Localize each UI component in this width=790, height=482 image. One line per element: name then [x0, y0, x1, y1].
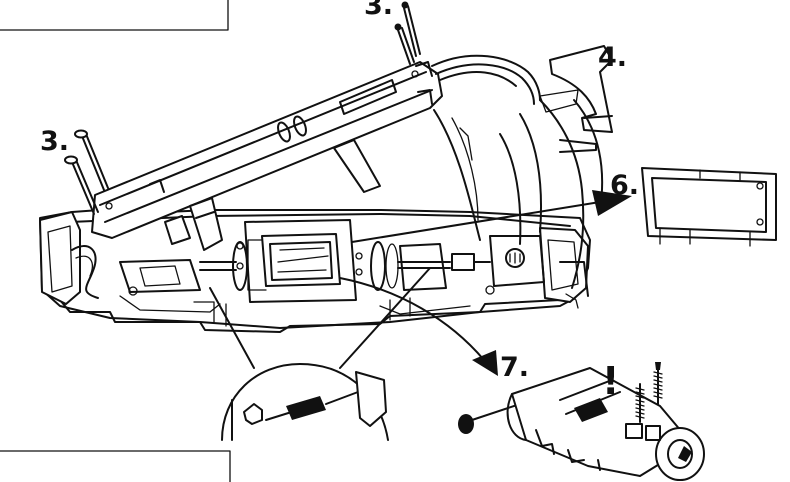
arrow-to-cover: [351, 190, 632, 243]
wire-harness: [431, 54, 541, 105]
label-shell: 4.: [598, 42, 627, 73]
label-motor: 7.: [500, 352, 529, 383]
warning-mark: !: [602, 359, 619, 403]
label-screws-top: 3.: [364, 0, 393, 21]
shell-part-4: [539, 45, 613, 133]
label-cover: 6.: [610, 170, 639, 201]
magnifier-detail: [209, 267, 431, 441]
warning-icon: !: [602, 359, 619, 403]
body-shell-right: [451, 99, 604, 309]
motor-assembly: [458, 362, 705, 481]
screws-left: [64, 129, 109, 215]
cover-part-6: [641, 167, 777, 247]
label-screws-left: 3.: [40, 126, 69, 157]
caption-box-top: [0, 0, 229, 31]
caption-box-bottom: [0, 450, 231, 482]
roof-plate: [91, 61, 481, 251]
screws-top: [394, 1, 421, 65]
arrow-to-motor: [339, 277, 498, 376]
